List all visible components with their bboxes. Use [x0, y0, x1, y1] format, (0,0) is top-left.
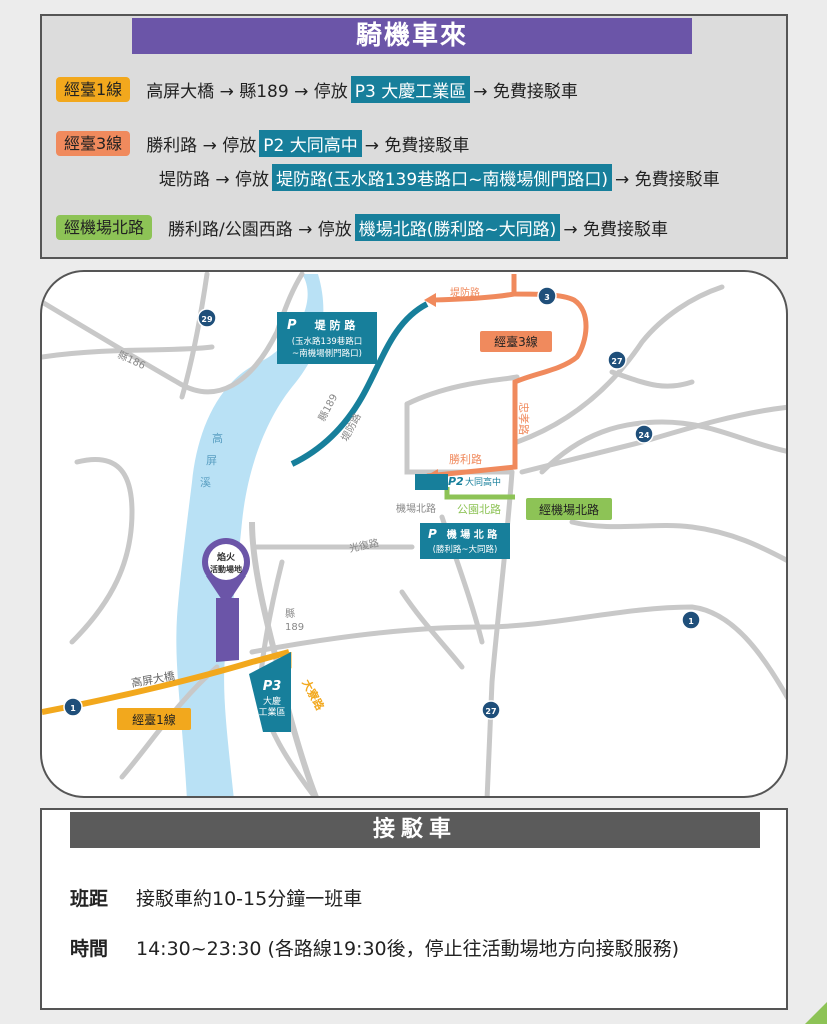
p-airport-sub: (勝利路~大同路): [433, 544, 498, 555]
parking-highlight: 堤防路(玉水路139巷路口~南機場側門路口): [272, 164, 613, 191]
svg-text:1: 1: [688, 617, 694, 626]
shuttle-value: 接駁車約10-15分鐘一班車: [136, 888, 363, 910]
p3-box: [249, 652, 291, 732]
tai1-route: [42, 649, 290, 715]
venue-label-2: 活動場地: [210, 564, 242, 574]
airport-route: [444, 487, 515, 500]
river-label-3: 溪: [200, 476, 211, 489]
p3-name-2: 工業區: [258, 706, 285, 718]
label-county189b-1: 縣: [285, 608, 295, 620]
p-airport-name: 機 場 北 路: [447, 528, 498, 541]
label-guangfu: 光復路: [348, 536, 380, 555]
label-zhongxiao: 忠孝路: [517, 402, 530, 435]
p-airport-box: [420, 523, 510, 559]
tag-box-airport: [526, 498, 612, 520]
tai3-route: [426, 274, 589, 479]
venue-pin-center: [208, 544, 244, 580]
svg-text:3: 3: [544, 293, 550, 302]
highway-shield-1: 1: [63, 697, 83, 717]
river-label-2: 屏: [206, 454, 217, 467]
highway-shield-27: 27: [481, 700, 501, 720]
parking-highlight: P2 大同高中: [259, 130, 362, 157]
route-row-t1: 經臺1線 高屏大橋 → 縣189 → 停放 P3 大慶工業區 → 免費接駁車: [56, 76, 578, 103]
parking-highlight: 機場北路(勝利路~大同路): [354, 214, 561, 241]
tag-box-t3: [480, 331, 552, 352]
label-shengli: 勝利路: [449, 452, 482, 466]
shuttle-value: 14:30~23:30 (各路線19:30後，停止往活動場地方向接駁服務): [136, 938, 680, 960]
svg-text:24: 24: [638, 431, 650, 440]
route-tag-airport: 經機場北路: [56, 215, 153, 240]
label-jichang: 機場北路: [396, 502, 436, 515]
route-tag-t3: 經臺3線: [56, 131, 131, 156]
p-dike-code: P: [287, 318, 297, 333]
p-dike-sub-2: ~南機場側門路口): [292, 348, 362, 359]
p-dike-box: [277, 312, 377, 364]
label-dike-road-top: 堤防路: [450, 286, 480, 299]
map-canvas: 焰火 活動場地 P3 大慶 工業區 P 堤 防 路 (玉水路139巷路口 ~南機…: [42, 272, 786, 796]
route-text: 堤防路 → 停放: [159, 170, 270, 190]
p3-code: P3: [263, 679, 282, 694]
route-text-end: → 免費接駁車: [364, 136, 470, 156]
map-tag-airport: 經機場北路: [539, 502, 599, 517]
label-county189a: 縣189: [316, 392, 340, 423]
venue-label-1: 焰火: [217, 551, 236, 563]
label-county189b-2: 189: [285, 622, 304, 633]
parking-highlight: P3 大慶工業區: [350, 76, 471, 103]
route-tag-t1: 經臺1線: [56, 77, 131, 102]
p3-name-1: 大慶: [263, 695, 281, 707]
route-text: 勝利路 → 停放: [146, 136, 257, 156]
svg-text:27: 27: [485, 707, 496, 716]
route-row-airport: 經機場北路 勝利路/公園西路 → 停放 機場北路(勝利路~大同路) → 免費接駁…: [56, 214, 668, 241]
route-row-t3-b: 堤防路 → 停放 堤防路(玉水路139巷路口~南機場側門路口) → 免費接駁車: [159, 164, 720, 191]
label-daliao: 大寮路: [299, 677, 327, 714]
shuttle-row-time: 時間 14:30~23:30 (各路線19:30後，停止往活動場地方向接駁服務): [70, 934, 679, 961]
highway-shield-24: 24: [634, 424, 654, 444]
route-text: 勝利路/公園西路 → 停放: [168, 220, 352, 240]
route-text-end: → 免費接駁車: [615, 170, 720, 190]
map: 焰火 活動場地 P3 大慶 工業區 P 堤 防 路 (玉水路139巷路口 ~南機…: [40, 270, 788, 798]
river-label-1: 高: [212, 431, 223, 445]
highway-shield-1: 1: [681, 610, 701, 630]
river: [176, 274, 324, 796]
tai3-branch: [433, 291, 515, 303]
highway-shield-27: 27: [607, 350, 627, 370]
venue-area: [216, 598, 239, 662]
map-tag-t3: 經臺3線: [494, 334, 538, 349]
shuttle-row-interval: 班距 接駁車約10-15分鐘一班車: [70, 884, 362, 911]
p-airport-code: P: [428, 527, 437, 541]
map-tag-t1: 經臺1線: [132, 712, 176, 727]
p-dike-name: 堤 防 路: [315, 318, 357, 332]
highway-shield-3: 3: [537, 286, 557, 306]
p2-marker: [415, 474, 448, 490]
highway-shield-29: 29: [197, 308, 217, 328]
tag-box-t1: [117, 708, 191, 730]
dike-road-route: [290, 301, 429, 467]
p2-name: 大同高中: [465, 476, 501, 488]
p-dike-sub-1: (玉水路139巷路口: [292, 336, 363, 347]
page-title: 騎機車來: [132, 18, 692, 54]
shuttle-label: 時間: [70, 938, 109, 960]
route-row-t3-a: 經臺3線 勝利路 → 停放 P2 大同高中 → 免費接駁車: [56, 130, 469, 157]
p2-code: P2: [448, 475, 464, 488]
route-text-end: → 免費接駁車: [473, 82, 578, 102]
label-gongyuan: 公園北路: [457, 503, 501, 516]
svg-text:1: 1: [70, 704, 76, 713]
shuttle-title: 接駁車: [70, 812, 760, 848]
route-text-end: → 免費接駁車: [563, 220, 668, 240]
venue-pin-tail: [206, 576, 246, 606]
corner-decoration: [805, 1002, 827, 1024]
shuttle-label: 班距: [70, 888, 109, 910]
svg-text:29: 29: [201, 315, 213, 324]
arrow-icon: [424, 293, 436, 307]
route-text: 高屏大橋 → 縣189 → 停放: [146, 82, 348, 102]
svg-text:27: 27: [611, 357, 622, 366]
